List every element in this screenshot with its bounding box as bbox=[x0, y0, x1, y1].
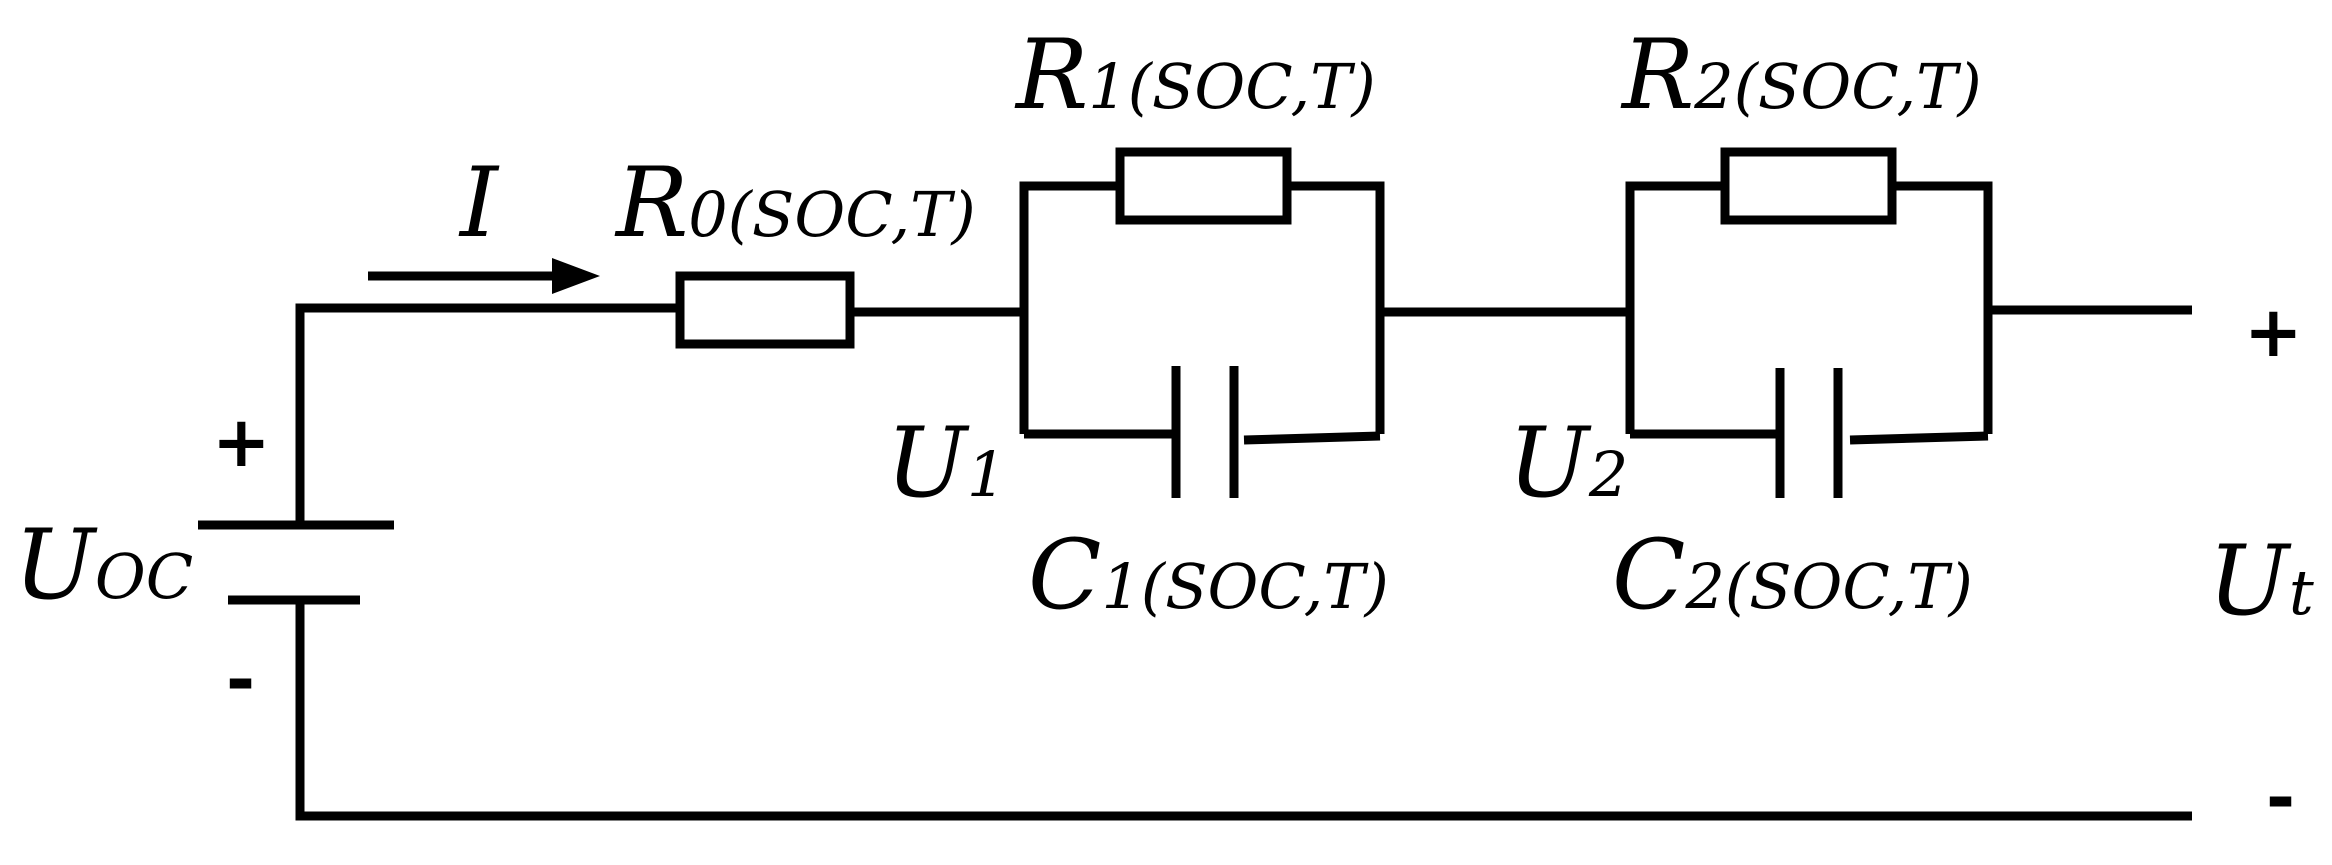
wire-return bbox=[295, 600, 2192, 821]
u2-label: U2 bbox=[1508, 407, 1628, 519]
output-voltage-label: Ut bbox=[2208, 525, 2314, 637]
source-plus-sign: + bbox=[212, 401, 271, 483]
current-arrow bbox=[368, 258, 600, 294]
wire-source-to-r0 bbox=[295, 303, 680, 525]
c1-label: C1(SOC,T) bbox=[1028, 519, 1389, 631]
c2-label: C2(SOC,T) bbox=[1612, 519, 1973, 631]
source-minus-sign: - bbox=[226, 639, 255, 721]
source-label: UOC bbox=[14, 509, 193, 621]
r1-label: R1(SOC,T) bbox=[1014, 19, 1376, 131]
resistor-r2 bbox=[1720, 147, 1897, 225]
u1-label: U1 bbox=[886, 407, 1006, 519]
resistor-r0 bbox=[675, 271, 855, 349]
output-minus-sign: - bbox=[2266, 757, 2295, 839]
rc-block-2 bbox=[1625, 147, 1993, 498]
r2-label: R2(SOC,T) bbox=[1620, 19, 1982, 131]
resistor-r1 bbox=[1115, 147, 1292, 225]
current-label: I bbox=[458, 147, 500, 259]
output-plus-sign: + bbox=[2244, 291, 2303, 373]
r0-label: R0(SOC,T) bbox=[614, 147, 976, 259]
rc-block-1 bbox=[1019, 147, 1385, 498]
